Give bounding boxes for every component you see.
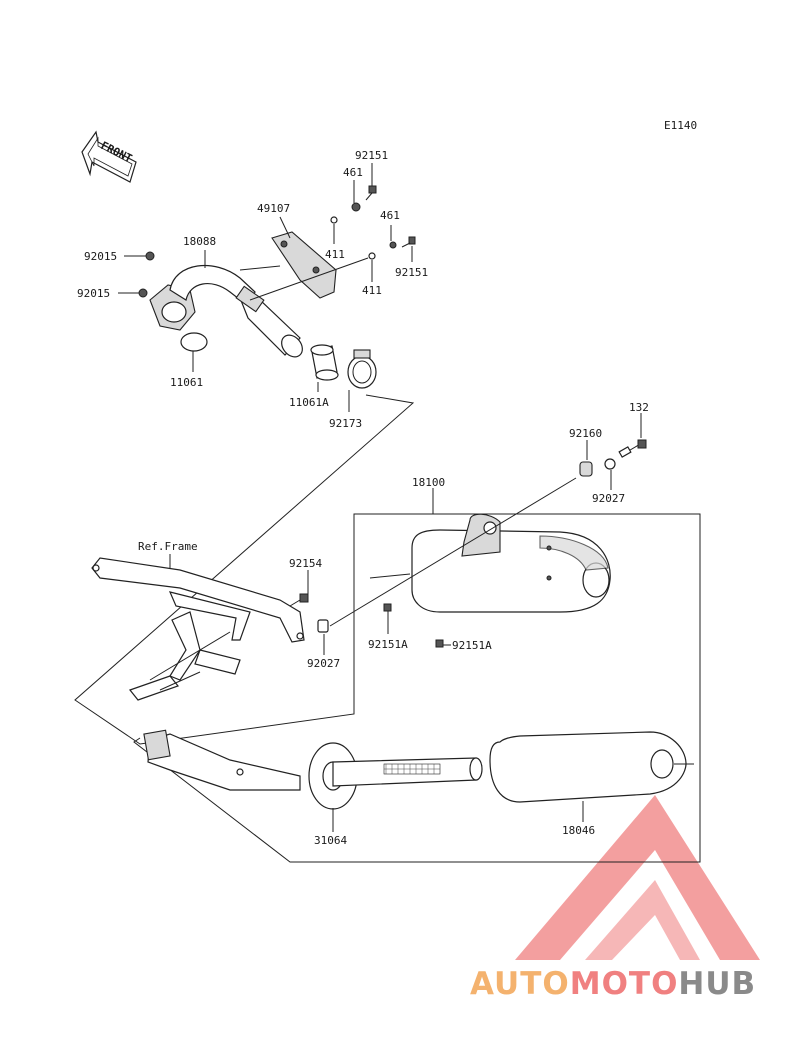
label-461-top: 461 [343,166,363,179]
gasket-11061-icon [180,332,208,352]
label-ref-frame: Ref.Frame [138,540,198,553]
nut-92015-a-icon [145,251,155,261]
watermark-logo [515,795,760,960]
washer-461-right-icon [389,241,397,249]
washer-92027-top-icon [604,458,616,470]
label-49107: 49107 [257,202,290,215]
label-461-right: 461 [380,209,400,222]
bolt-92154-icon [289,593,309,607]
label-18100: 18100 [412,476,445,489]
front-arrow-icon: FRONT [81,130,137,183]
label-92160: 92160 [569,427,602,440]
label-92027-top: 92027 [592,492,625,505]
frame-reference [91,557,305,701]
label-411-a: 411 [325,248,345,261]
label-92015-a: 92015 [84,250,117,263]
watermark-text: AUTOMOTOHUB [470,966,756,1002]
leader-muffler-left [369,573,411,579]
bolt-92151-right-icon [401,236,416,248]
label-11061A: 11061A [289,396,329,409]
bolt-92151-top-icon [365,185,377,201]
watermark-auto: AUTO [470,966,570,1002]
label-92151A-left: 92151A [368,638,408,651]
collar-411-b-icon [368,252,376,260]
nut-92015-b-icon [138,288,148,298]
label-18046: 18046 [562,824,595,837]
label-92015-b: 92015 [77,287,110,300]
label-11061: 11061 [170,376,203,389]
mount-line [329,477,577,627]
diagram-code: E1140 [664,119,697,132]
tail-pipe-31064 [143,729,483,810]
collar-411-a-icon [330,216,338,224]
label-92154: 92154 [289,557,322,570]
label-92151-top: 92151 [355,149,388,162]
muffler-18100 [411,513,611,613]
label-411-b: 411 [362,284,382,297]
bolt-92151A-left-icon [383,603,392,612]
watermark-hub: HUB [678,966,757,1002]
heat-guard-49107 [271,231,337,299]
gasket-11061A-icon [310,344,339,381]
silencer-18046 [489,731,694,803]
label-18088: 18088 [183,235,216,248]
label-31064: 31064 [314,834,347,847]
label-92027-left: 92027 [307,657,340,670]
washer-461-top-icon [351,202,361,212]
header-pipe-18088 [149,265,303,358]
bolt-132-icon [618,439,647,458]
label-92173: 92173 [329,417,362,430]
label-92151A-right: 92151A [452,639,492,652]
bolt-92151A-right-icon [435,639,444,648]
watermark-moto: MOTO [569,966,679,1002]
label-92151-right: 92151 [395,266,428,279]
collar-92160-icon [579,461,593,477]
leader-lines-top [118,163,413,412]
washer-92027-left-icon [317,619,329,633]
clamp-92173-icon [347,349,377,389]
label-132: 132 [629,401,649,414]
